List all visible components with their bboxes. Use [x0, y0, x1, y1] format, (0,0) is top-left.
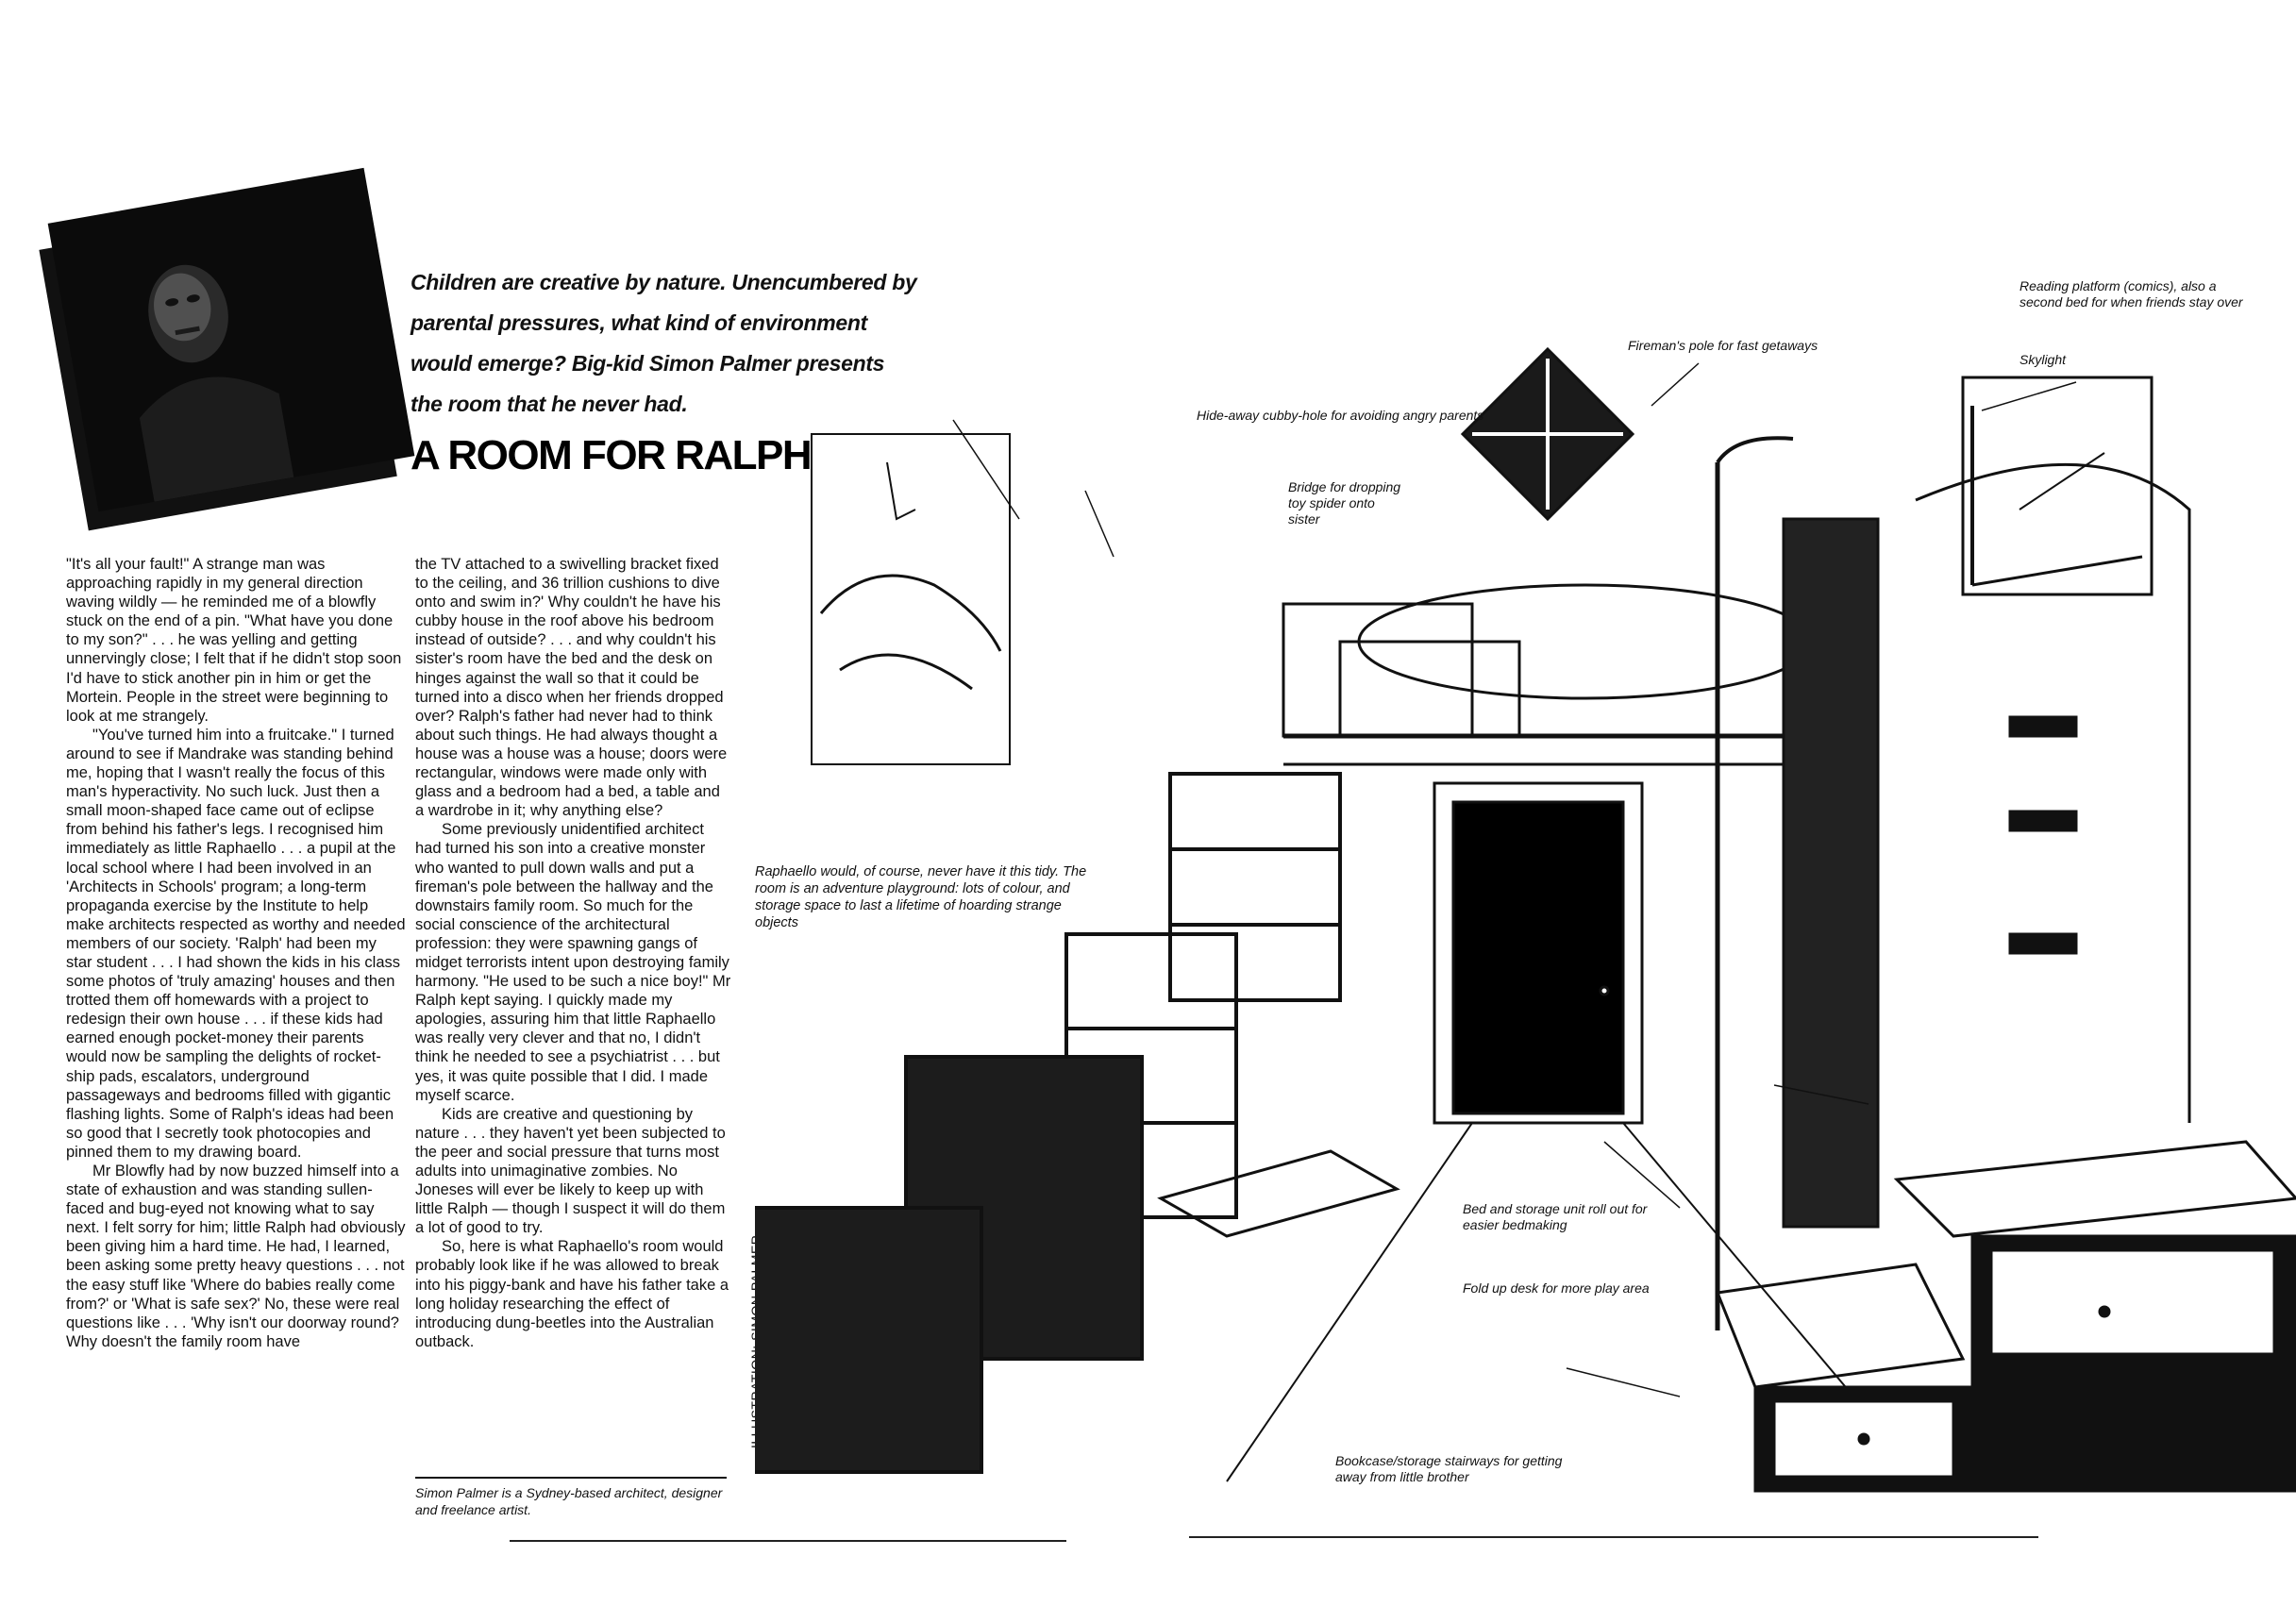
- body-column-1: "It's all your fault!" A strange man was…: [66, 555, 406, 1351]
- article-headline: A ROOM FOR RALPH: [411, 432, 813, 478]
- body-column-2: the TV attached to a swivelling bracket …: [415, 555, 732, 1351]
- label-reading: Reading platform (comics), also a second…: [2019, 278, 2243, 310]
- bottom-rule: [510, 1540, 1066, 1542]
- label-fireman: Fireman's pole for fast getaways: [1628, 338, 1818, 353]
- author-bio: Simon Palmer is a Sydney-based architect…: [415, 1485, 723, 1517]
- label-bed: Bed and storage unit roll out for easier…: [1463, 1201, 1648, 1232]
- deck-line: the room that he never had.: [411, 392, 688, 416]
- illustration-caption: Raphaello would, of course, never have i…: [755, 864, 1087, 930]
- bio-rule: [415, 1477, 727, 1479]
- deck-line: would emerge? Big-kid Simon Palmer prese…: [411, 351, 885, 376]
- paragraph: Some previously unidentified architect h…: [415, 821, 731, 1104]
- room-illustration: [755, 346, 2296, 1493]
- portrait-face-image: [139, 264, 294, 502]
- label-bridge: Bridge for dropping toy spider onto sist…: [1288, 479, 1401, 527]
- deck-line: parental pressures, what kind of environ…: [411, 310, 867, 335]
- paragraph: "You've turned him into a fruitcake." I …: [66, 726, 406, 1161]
- bottom-rule: [1189, 1536, 2038, 1538]
- label-bookcase: Bookcase/storage stairways for getting a…: [1335, 1453, 1563, 1484]
- label-skylight: Skylight: [2019, 352, 2067, 367]
- deck-line: Children are creative by nature. Unencum…: [411, 270, 917, 294]
- paragraph: "It's all your fault!" A strange man was…: [66, 556, 402, 725]
- label-desk: Fold up desk for more play area: [1463, 1280, 1650, 1296]
- author-portrait: [47, 167, 415, 512]
- paragraph: Kids are creative and questioning by nat…: [415, 1105, 726, 1237]
- paragraph: So, here is what Raphaello's room would …: [415, 1238, 729, 1350]
- label-hideaway: Hide-away cubby-hole for avoiding angry …: [1197, 408, 1484, 423]
- paragraph: the TV attached to a swivelling bracket …: [415, 556, 728, 820]
- article-deck: Children are creative by nature. Unencum…: [411, 262, 917, 425]
- paragraph: Mr Blowfly had by now buzzed himself int…: [66, 1163, 406, 1350]
